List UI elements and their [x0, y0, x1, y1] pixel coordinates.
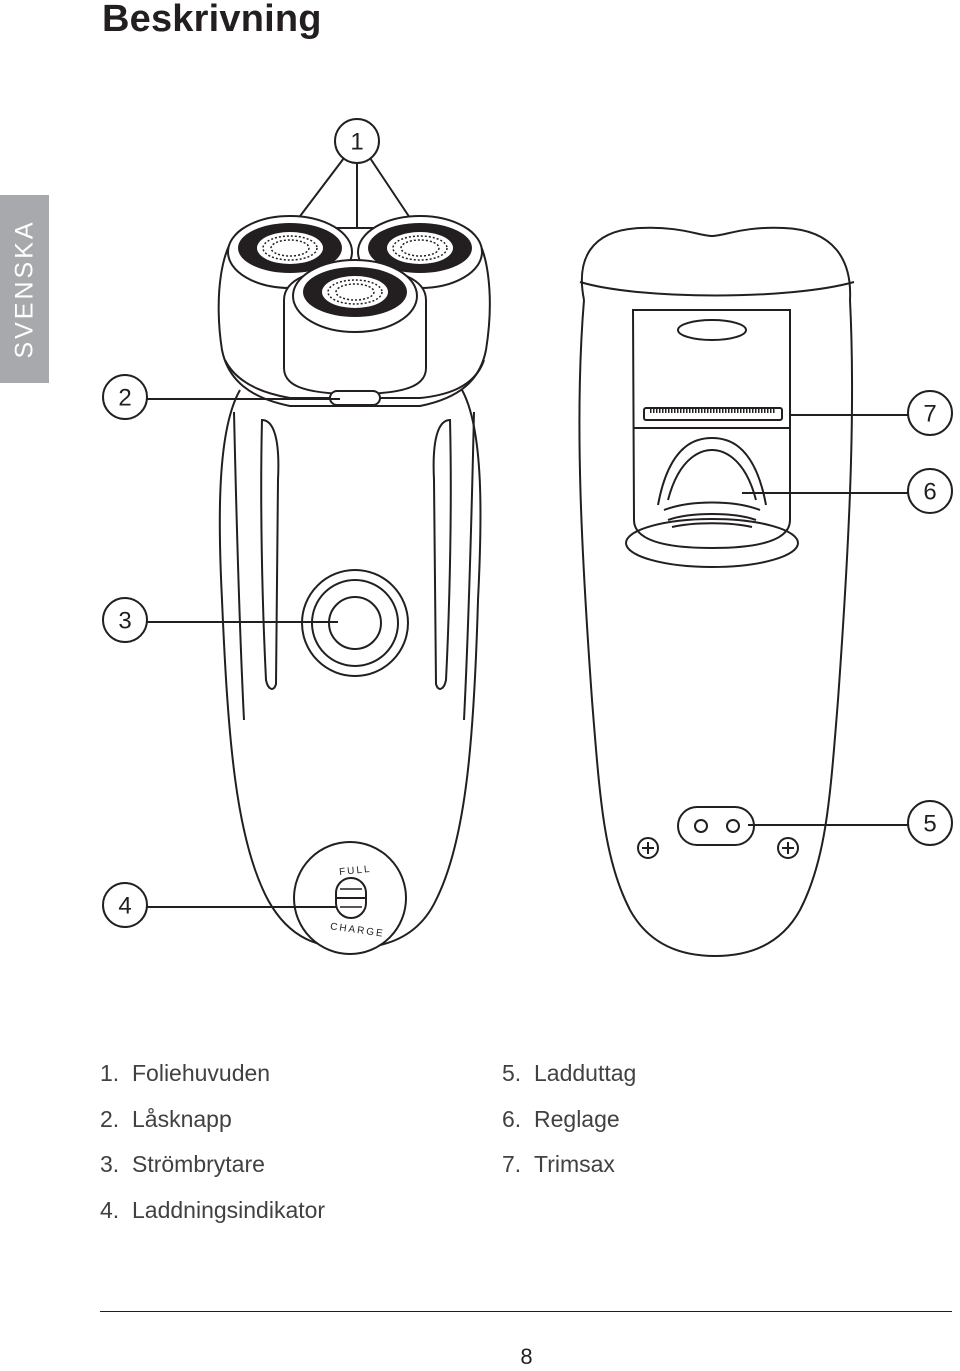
callout-4-label: 4: [118, 893, 131, 920]
callout-3: 3: [102, 597, 338, 643]
legend-item: 2.Låsknapp: [100, 1105, 232, 1132]
legend-item: 4.Laddningsindikator: [100, 1196, 326, 1223]
legend-column-left: 1.Foliehuvuden 2.Låsknapp 3.Strömbrytare…: [100, 1055, 325, 1237]
shaver-diagram: 1 FULL CHARGE: [102, 118, 953, 958]
legend-item: 7.Trimsax: [502, 1151, 615, 1177]
switch-label-full: FULL: [339, 864, 372, 878]
legend-item: 5.Ladduttag: [502, 1060, 637, 1086]
legend-item: 1.Foliehuvuden: [100, 1060, 271, 1086]
legend-item: 3.Strömbrytare: [100, 1151, 265, 1177]
footer-divider: [100, 1311, 952, 1312]
legend-column-right: 5.Ladduttag 6.Reglage 7.Trimsax: [502, 1055, 636, 1192]
callout-3-label: 3: [118, 608, 131, 635]
callout-7: 7: [790, 390, 953, 436]
callout-2: 2: [102, 374, 340, 420]
callout-4: 4: [102, 882, 336, 928]
callout-2-label: 2: [118, 385, 131, 412]
legend-item: 6.Reglage: [502, 1105, 620, 1132]
callout-6-label: 6: [923, 479, 936, 506]
language-tab: SVENSKA: [0, 195, 49, 383]
callout-5-label: 5: [923, 811, 936, 838]
callout-7-label: 7: [923, 401, 936, 428]
callout-5: 5: [748, 800, 953, 846]
shaver-back-view: [578, 226, 855, 958]
callout-1-label: 1: [350, 129, 363, 156]
shaver-front-view: FULL CHARGE: [217, 215, 491, 955]
callout-6: 6: [742, 468, 953, 514]
page-number: 8: [520, 1344, 533, 1369]
page-title: Beskrivning: [102, 0, 322, 40]
